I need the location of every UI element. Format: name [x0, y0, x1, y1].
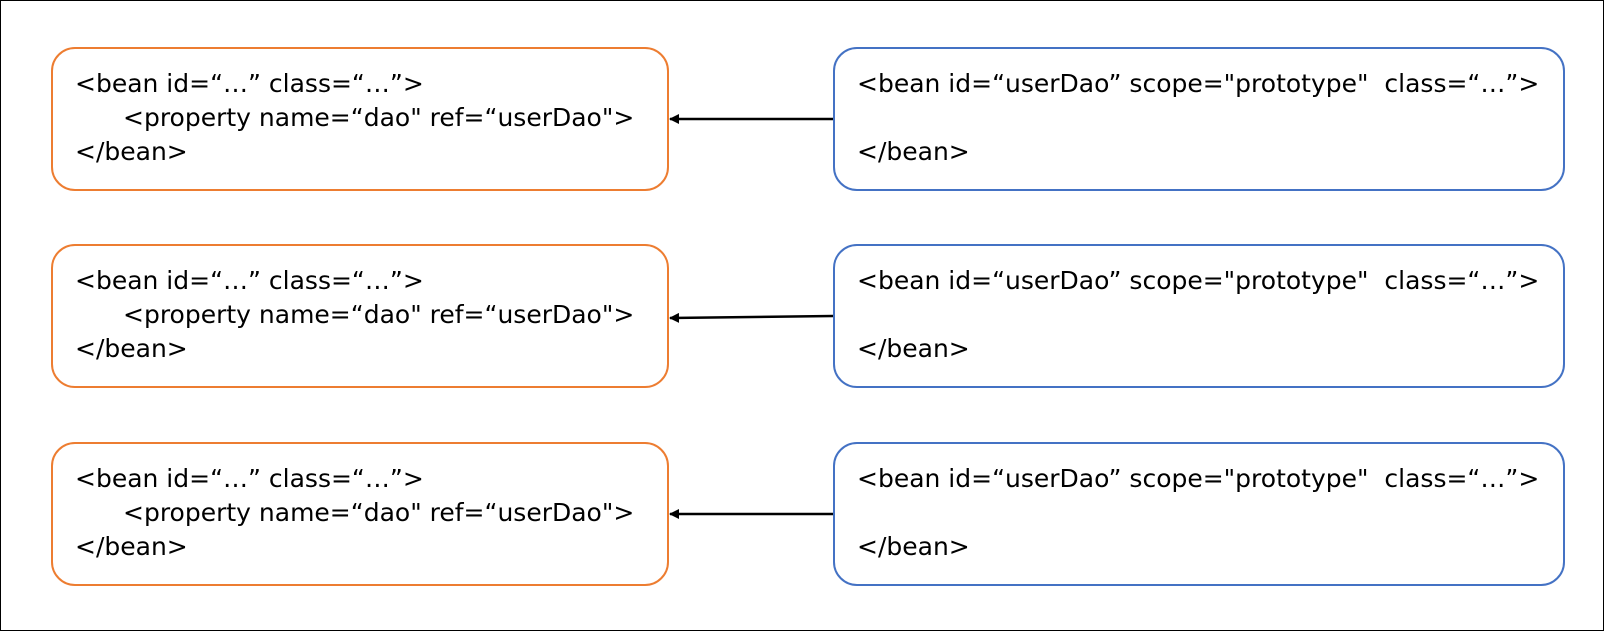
bean-close-tag: </bean> — [857, 334, 970, 363]
bean-open-tag: <bean id=“…” class=“…”> — [75, 69, 424, 98]
property-tag: <property name=“dao" ref=“userDao"> — [123, 103, 635, 132]
bean-close-tag: </bean> — [857, 532, 970, 561]
provider-bean-box-3: <bean id=“userDao” scope="prototype" cla… — [833, 442, 1565, 586]
bean-open-tag: <bean id=“userDao” scope="prototype" cla… — [857, 266, 1540, 295]
bean-open-tag: <bean id=“…” class=“…”> — [75, 266, 424, 295]
reference-arrow-2 — [669, 312, 834, 323]
consumer-bean-box-3: <bean id=“…” class=“…”> <property name=“… — [51, 442, 669, 586]
property-tag: <property name=“dao" ref=“userDao"> — [123, 300, 635, 329]
bean-open-tag: <bean id=“userDao” scope="prototype" cla… — [857, 69, 1540, 98]
bean-close-tag: </bean> — [75, 334, 188, 363]
bean-close-tag: </bean> — [75, 137, 188, 166]
bean-close-tag: </bean> — [857, 137, 970, 166]
bean-open-tag: <bean id=“userDao” scope="prototype" cla… — [857, 464, 1540, 493]
bean-close-tag: </bean> — [75, 532, 188, 561]
property-tag: <property name=“dao" ref=“userDao"> — [123, 498, 635, 527]
consumer-bean-box-2: <bean id=“…” class=“…”> <property name=“… — [51, 244, 669, 388]
provider-bean-box-2: <bean id=“userDao” scope="prototype" cla… — [833, 244, 1565, 388]
consumer-bean-box-1: <bean id=“…” class=“…”> <property name=“… — [51, 47, 669, 191]
bean-open-tag: <bean id=“…” class=“…”> — [75, 464, 424, 493]
provider-bean-box-1: <bean id=“userDao” scope="prototype" cla… — [833, 47, 1565, 191]
